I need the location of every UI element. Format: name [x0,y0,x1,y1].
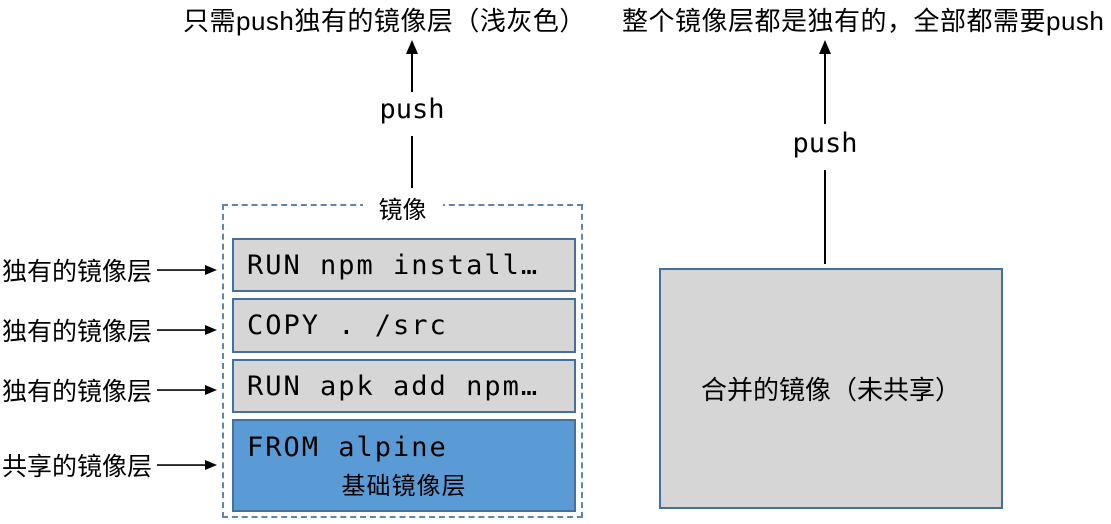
up-arrow-icon [406,40,418,92]
arrow-shaft-line [411,136,413,188]
right-arrow-icon [157,265,218,275]
push-label-right: push [792,128,858,159]
arrow-shaft-line [824,170,826,264]
layer-command: COPY . /src [247,310,448,341]
up-arrow-icon [819,40,831,124]
side-label-row: 独有的镜像层 [2,255,218,286]
layer-command: RUN apk add npm… [247,370,540,402]
side-label-text: 共享的镜像层 [2,453,153,481]
left-scenario-caption: 只需push独有的镜像层（浅灰色） [183,6,586,36]
base-layer-sublabel: 基础镜像层 [341,473,467,500]
right-arrow-icon [157,325,218,335]
merged-image-box: 合并的镜像（未共享） [659,268,1003,509]
push-label-left: push [379,94,445,125]
side-label-row: 共享的镜像层 [2,450,218,481]
image-box-title: 镜像 [362,190,443,225]
merged-image-label: 合并的镜像（未共享） [700,375,961,405]
right-arrow-icon [157,460,218,470]
right-scenario-caption: 整个镜像层都是独有的，全部都需要push [622,6,1105,36]
layer-row-base-image: FROM alpine 基础镜像层 [232,419,576,512]
image-dashed-box: 镜像 RUN npm install… COPY . /src RUN apk … [222,190,583,518]
layer-row-run-apk-add: RUN apk add npm… [232,359,576,413]
layer-row-run-npm-install: RUN npm install… [232,238,576,292]
side-label-row: 独有的镜像层 [2,375,218,406]
side-label-text: 独有的镜像层 [2,318,153,346]
side-label-text: 独有的镜像层 [2,378,153,406]
layer-row-copy-src: COPY . /src [232,298,576,353]
layer-command: RUN npm install… [247,249,540,281]
layer-command: FROM alpine [247,432,448,463]
right-arrow-icon [157,385,218,395]
side-label-text: 独有的镜像层 [2,258,153,286]
side-label-row: 独有的镜像层 [2,315,218,346]
